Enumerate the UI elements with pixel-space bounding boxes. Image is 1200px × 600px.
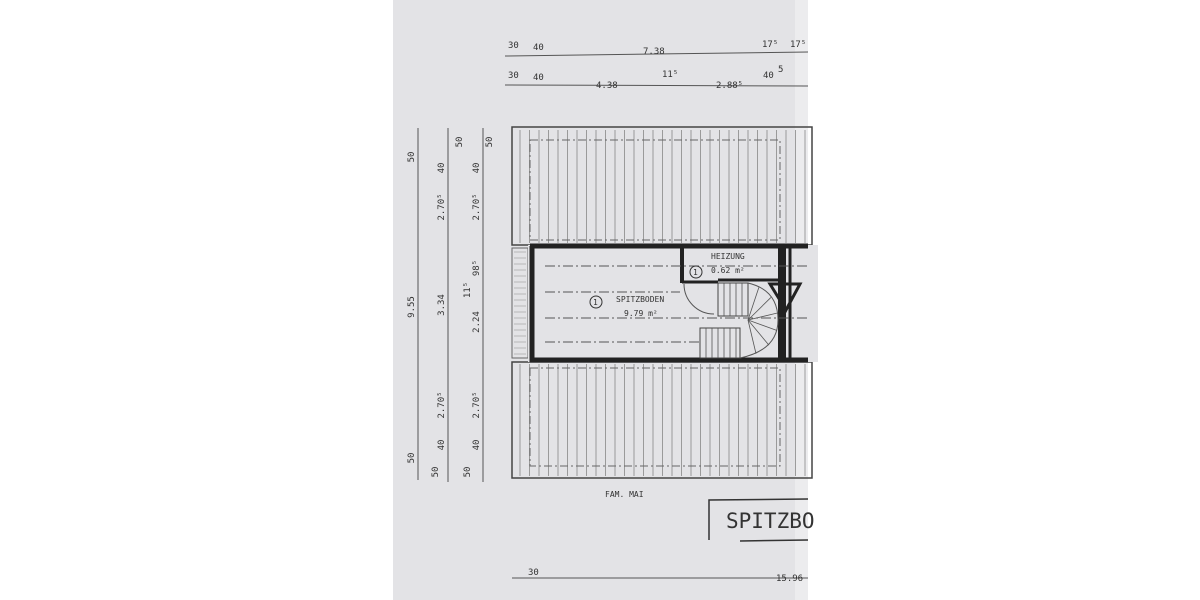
left-dimensions: 50 9.55 50 50 40 2.70⁵ 3.34 2.70⁵ 40 50 50 40 2.70⁵ 9… (407, 128, 495, 482)
dim-label: 40 (763, 71, 774, 81)
dim-label: 4.38 (596, 81, 618, 91)
dim-label: 40 (472, 163, 482, 174)
dim-label: 50 (455, 137, 465, 148)
dim-label: 98⁵ (472, 260, 482, 276)
dim-label: 40 (472, 440, 482, 451)
dim-label: 50 (407, 453, 417, 464)
dim-label: 50 (407, 152, 417, 163)
dim-label: 50 (485, 137, 495, 148)
dim-label: 15.96 (776, 574, 803, 584)
dim-label: 2.24 (472, 311, 482, 333)
dim-label: 2.70⁵ (437, 193, 447, 220)
dim-label: 5 (778, 65, 783, 75)
room-name: SPITZBODEN (616, 295, 664, 304)
dim-label: 17⁵ (790, 40, 806, 50)
dim-label: 2.70⁵ (472, 391, 482, 418)
dim-label: 30 (508, 71, 519, 81)
dim-label: 30 (508, 41, 519, 51)
room-number: 1 (693, 268, 698, 277)
top-dimensions: 30 40 7.38 17⁵ 17⁵ 30 40 4.38 11⁵ 2.88⁵ … (504, 40, 809, 91)
dim-label: 9.55 (407, 296, 417, 318)
room-number: 1 (593, 298, 598, 307)
dim-label: 2.70⁵ (437, 391, 447, 418)
dim-label: 30 (528, 568, 539, 578)
dim-label: 40 (437, 440, 447, 451)
room-number-marker (589, 295, 603, 309)
dim-label: 17⁵ (762, 40, 778, 50)
room-area: 0.62 m² (711, 266, 745, 275)
dim-label: 40 (533, 73, 544, 83)
client-label: FAM. MAI (605, 490, 644, 499)
sheet-title: SPITZBO (726, 509, 815, 533)
door-swing (683, 283, 715, 315)
dim-label: 11⁵ (662, 70, 678, 80)
dim-label: 50 (431, 467, 441, 478)
dim-label: 40 (533, 43, 544, 53)
dim-label: 2.88⁵ (716, 81, 743, 91)
dim-label: 7.38 (643, 47, 665, 57)
room-number-marker (689, 265, 703, 279)
dim-label: 50 (463, 467, 473, 478)
dim-label: 11⁵ (463, 282, 473, 298)
roof-bottom (511, 361, 813, 479)
dim-label: 3.34 (437, 294, 447, 316)
room-area: 9.79 m² (624, 309, 658, 318)
roof-top (511, 126, 813, 246)
dim-label: 40 (437, 163, 447, 174)
staircase (699, 282, 779, 359)
attic-room (528, 243, 818, 363)
room-name: HEIZUNG (711, 252, 745, 261)
dim-label: 2.70⁵ (472, 193, 482, 220)
